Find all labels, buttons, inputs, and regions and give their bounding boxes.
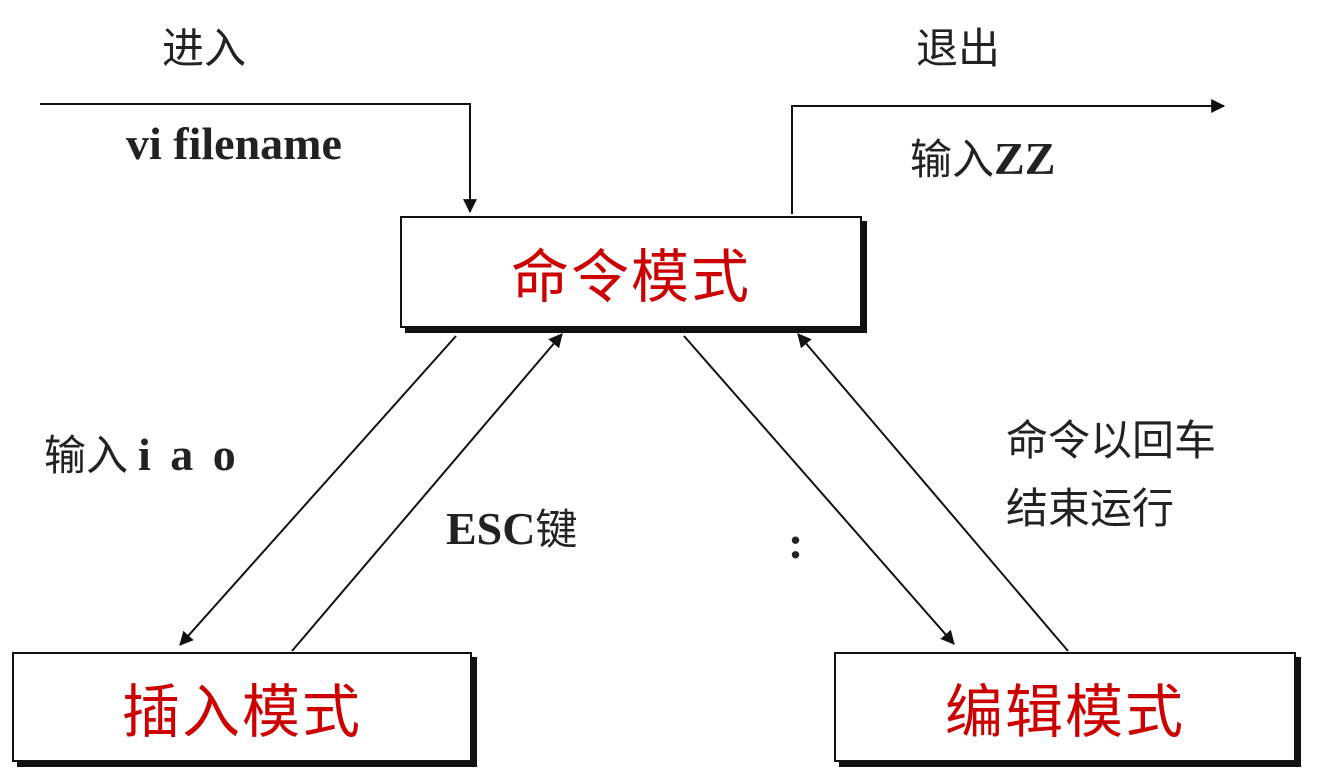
enter-command-label: vi filename: [126, 118, 342, 169]
edit-note-line1: 命令以回车: [1006, 416, 1217, 465]
insert-mode-box: 插入模式: [12, 652, 472, 762]
insert-to-command-arrow: [291, 333, 563, 652]
exit-prefix: 输入: [910, 135, 995, 184]
edit-to-command-arrow: [797, 333, 1069, 652]
edit-note-line2: 结束运行: [1006, 484, 1175, 533]
command-to-edit-arrow: [683, 335, 955, 645]
edit-mode-label: 编辑模式: [944, 678, 1185, 746]
enter-arrow: [40, 103, 477, 214]
command-to-insert-arrow: [179, 335, 457, 646]
esc-key: ESC: [446, 503, 536, 554]
insert-prefix: 输入: [44, 431, 129, 480]
exit-key: ZZ: [994, 133, 1056, 184]
exit-arrow: [791, 99, 1226, 214]
command-mode-label: 命令模式: [510, 243, 751, 311]
command-mode-box: 命令模式: [400, 216, 862, 328]
insert-keys: i a o: [138, 429, 240, 480]
esc-suffix: 键: [535, 505, 578, 554]
insert-mode-label: 插入模式: [121, 678, 362, 746]
exit-label: 退出: [916, 24, 1001, 73]
esc-key-label: ESC键: [446, 506, 578, 552]
edit-mode-box: 编辑模式: [834, 652, 1296, 762]
colon-label: :: [788, 517, 804, 568]
exit-key-label: 输入ZZ: [910, 136, 1055, 182]
enter-label: 进入: [162, 24, 247, 73]
